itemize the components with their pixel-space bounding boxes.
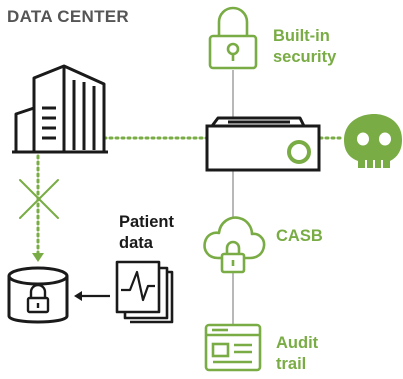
audit-trail-label: Audit trail — [276, 333, 318, 375]
audit-trail-line-1: Audit — [276, 334, 319, 352]
dotted-arrowhead — [32, 253, 44, 262]
skull-icon — [344, 114, 402, 168]
builtin-security-line-2: security — [273, 48, 337, 66]
database-lock-icon — [7, 266, 69, 324]
data-flow-arrow — [74, 291, 110, 301]
patient-data-line-1: Patient — [119, 213, 175, 231]
document-chart-icon — [115, 260, 174, 324]
audit-log-icon — [204, 323, 262, 372]
patient-data-label: Patient data — [119, 212, 174, 254]
page-title: DATA CENTER — [7, 7, 129, 26]
cloud-lock-icon — [203, 216, 266, 274]
cross-icon — [19, 179, 59, 219]
casb-label: CASB — [276, 227, 323, 245]
building-icon — [12, 64, 108, 154]
builtin-security-line-1: Built-in — [273, 27, 330, 45]
builtin-security-label: Built-in security — [273, 26, 336, 68]
patient-data-line-2: data — [119, 234, 153, 252]
server-appliance-icon — [205, 116, 321, 172]
audit-trail-line-2: trail — [276, 355, 307, 373]
lock-icon — [208, 6, 258, 70]
